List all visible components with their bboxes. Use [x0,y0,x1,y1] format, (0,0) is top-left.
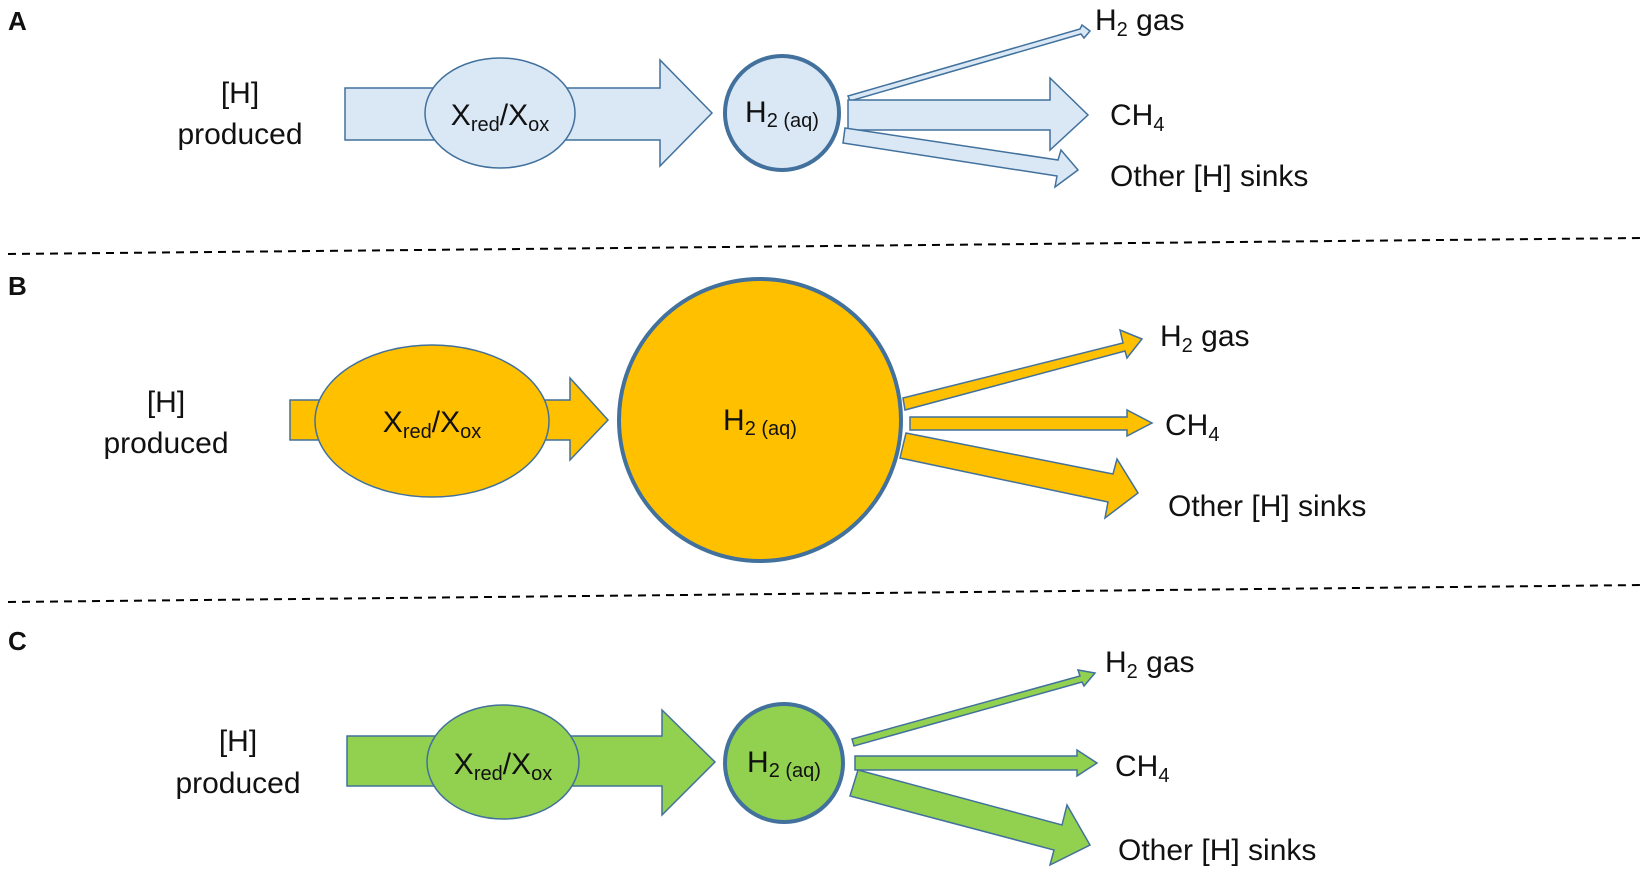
panel-c-pool-h: H [747,746,769,779]
panel-c-carrier-sub1: red [474,763,503,785]
panel-c-carrier-label: Xred/Xox [454,748,552,785]
panel-a-h2aq-pool [723,54,841,172]
panel-b-source-line2: produced [103,427,228,460]
panel-a: A [H] produced Xred/Xox H2 (aq) H2 gas C… [8,4,1308,193]
panel-c-label-h2-gas: H2 gas [1105,646,1195,683]
panel-c-h2aq-pool [723,702,845,824]
panel-c-h2-base: H [1105,646,1127,679]
panel-b-h2-sub: 2 [1182,335,1193,357]
panel-a-carrier-ellipse [424,57,576,169]
panel-c-pool-label: H2 (aq) [747,746,821,782]
panel-c-h2-rest: gas [1138,646,1195,679]
panel-a-source-line1: [H] [221,77,259,110]
panel-b-carrier-slash: / [432,406,441,439]
panel-a-h2-sub: 2 [1117,19,1128,41]
panel-b-label-ch4: CH4 [1165,409,1219,446]
panel-b-carrier-ellipse [314,344,550,498]
panel-b: B [H] produced Xred/Xox H2 (aq) H2 gas C… [8,271,1366,563]
panel-a-letter: A [8,6,27,36]
panel-a-label-h2-gas: H2 gas [1095,4,1185,41]
panel-c-ch4-sub: 4 [1158,765,1169,787]
panel-a-arrow-h2-gas [846,23,1092,102]
panel-c-source-line2: produced [175,767,300,800]
panel-a-label-other-sinks: Other [H] sinks [1110,160,1308,193]
panel-a-pool-label: H2 (aq) [745,96,819,132]
panel-a-label-ch4: CH4 [1110,99,1164,136]
panel-b-ch4-sub: 4 [1208,424,1219,446]
panel-b-letter: B [8,271,27,301]
panel-a-arrow-ch4 [847,76,1090,152]
panel-c-label-ch4: CH4 [1115,750,1169,787]
panel-a-carrier-sub2: ox [528,114,549,136]
panel-b-carrier-x1: X [383,406,403,439]
panel-c-letter: C [8,626,27,656]
panel-b-carrier-label: Xred/Xox [383,406,481,443]
panel-a-carrier-label: Xred/Xox [451,99,549,136]
panel-b-carrier-x2: X [440,406,460,439]
panel-b-carrier-sub1: red [403,421,432,443]
panel-c-arrow-other-sinks [849,769,1092,867]
panel-a-arrow-other-sinks [842,127,1080,189]
panel-b-h2-rest: gas [1193,320,1250,353]
panel-a-carrier-sub1: red [471,114,500,136]
panel-c-arrow-ch4 [854,748,1099,778]
panel-b-carrier-sub2: ox [460,421,481,443]
panel-c-ch4-base: CH [1115,750,1158,783]
panel-b-pool-h: H [723,404,745,437]
panel-a-ch4-sub: 4 [1153,114,1164,136]
panel-a-carrier-x2: X [508,99,528,132]
panel-c: C [H] produced Xred/Xox H2 (aq) H2 gas C… [8,626,1316,867]
panel-b-source-line1: [H] [147,386,185,419]
divider-a-b [7,237,1646,255]
panel-c-pool-sub: 2 (aq) [769,760,821,782]
panel-b-arrow-ch4 [909,408,1154,438]
panel-b-arrow-other-sinks [899,432,1139,520]
panel-a-source-line2: produced [177,118,302,151]
panel-a-pool-sub: 2 (aq) [767,110,819,132]
panel-c-carrier-x2: X [511,748,531,781]
panel-c-source-line1: [H] [219,725,257,758]
panel-c-carrier-sub2: ox [531,763,552,785]
panel-c-carrier-x1: X [454,748,474,781]
panel-b-h2-base: H [1160,320,1182,353]
panel-b-ch4-base: CH [1165,409,1208,442]
panel-a-h2-base: H [1095,4,1117,37]
panel-c-carrier-ellipse [426,704,580,820]
panel-c-label-other-sinks: Other [H] sinks [1118,834,1316,867]
panel-b-label-h2-gas: H2 gas [1160,320,1250,357]
panel-c-carrier-slash: / [503,748,512,781]
divider-b-c [7,584,1646,603]
panel-c-h2-sub: 2 [1127,661,1138,683]
panel-a-carrier-slash: / [500,99,509,132]
panel-b-pool-sub: 2 (aq) [745,418,797,440]
panel-b-pool-label: H2 (aq) [723,404,797,440]
panel-b-h2aq-pool [617,277,903,563]
panel-a-carrier-x1: X [451,99,471,132]
panel-b-label-other-sinks: Other [H] sinks [1168,490,1366,523]
panel-a-pool-h: H [745,96,767,129]
panel-c-arrow-h2-gas [851,669,1097,747]
panel-b-arrow-h2-gas [902,328,1144,411]
panel-a-ch4-base: CH [1110,99,1153,132]
panel-a-h2-rest: gas [1128,4,1185,37]
